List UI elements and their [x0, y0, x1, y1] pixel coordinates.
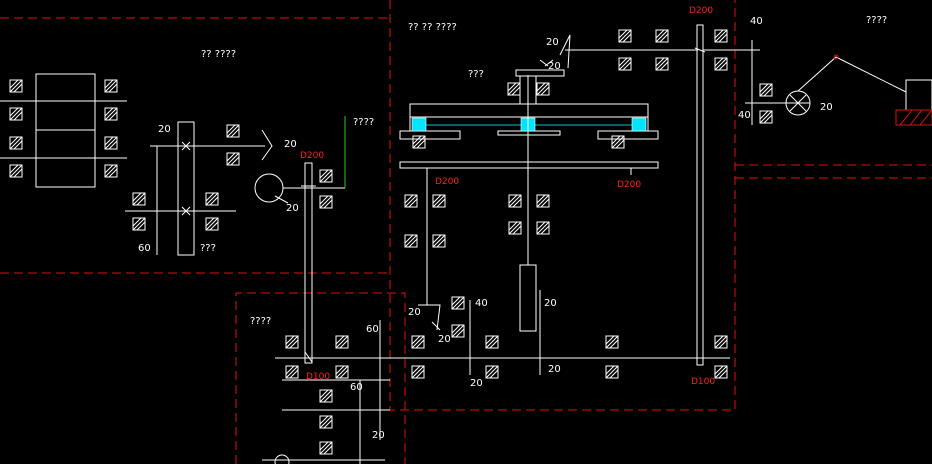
annotation-7: ???? — [250, 316, 271, 327]
right-assembly — [745, 40, 932, 126]
dimension-label: 20 — [546, 37, 559, 48]
annotation-1: ?? ???? — [201, 49, 236, 60]
pipe-label: D200 — [617, 180, 641, 190]
dimension-label: 60 — [350, 382, 363, 393]
annotation-4: ?? ?? ???? — [408, 22, 457, 33]
pipe-left — [300, 116, 346, 364]
pipe-label: D200 — [689, 6, 713, 16]
annotation-2: ??? — [200, 243, 216, 254]
left-block-assembly — [0, 73, 127, 188]
top-rig — [399, 29, 698, 332]
dimension-label: 20 — [408, 307, 421, 318]
pipe-label: D200 — [300, 151, 324, 161]
annotation-6: ???? — [866, 15, 887, 26]
lower-center — [275, 290, 730, 379]
dimension-label: 20 — [158, 124, 171, 135]
lower-left — [262, 320, 390, 464]
shaft-assembly-left — [125, 121, 300, 256]
dimension-label: 20 — [372, 430, 385, 441]
dimension-label: 40 — [750, 16, 763, 27]
dimension-label: 40 — [738, 110, 751, 121]
dimension-label: 60 — [366, 324, 379, 335]
dimension-label: 20 — [470, 378, 483, 389]
dimension-label: 20 — [820, 102, 833, 113]
annotation-3: ???? — [353, 117, 374, 128]
dimension-label: 60 — [138, 243, 151, 254]
pipe-right — [694, 24, 760, 366]
annotation-5: ??? — [468, 69, 484, 80]
pipe-label: D200 — [435, 177, 459, 187]
pipe-label: D100 — [691, 377, 715, 387]
dimension-label: 20 — [438, 334, 451, 345]
dimension-label: 20 — [286, 203, 299, 214]
dimension-label: 20 — [548, 61, 561, 72]
dimension-label: 40 — [475, 298, 488, 309]
pipe-label: D100 — [306, 372, 330, 382]
dimension-label: 20 — [544, 298, 557, 309]
dimension-label: 20 — [548, 364, 561, 375]
dimension-label: 20 — [284, 139, 297, 150]
